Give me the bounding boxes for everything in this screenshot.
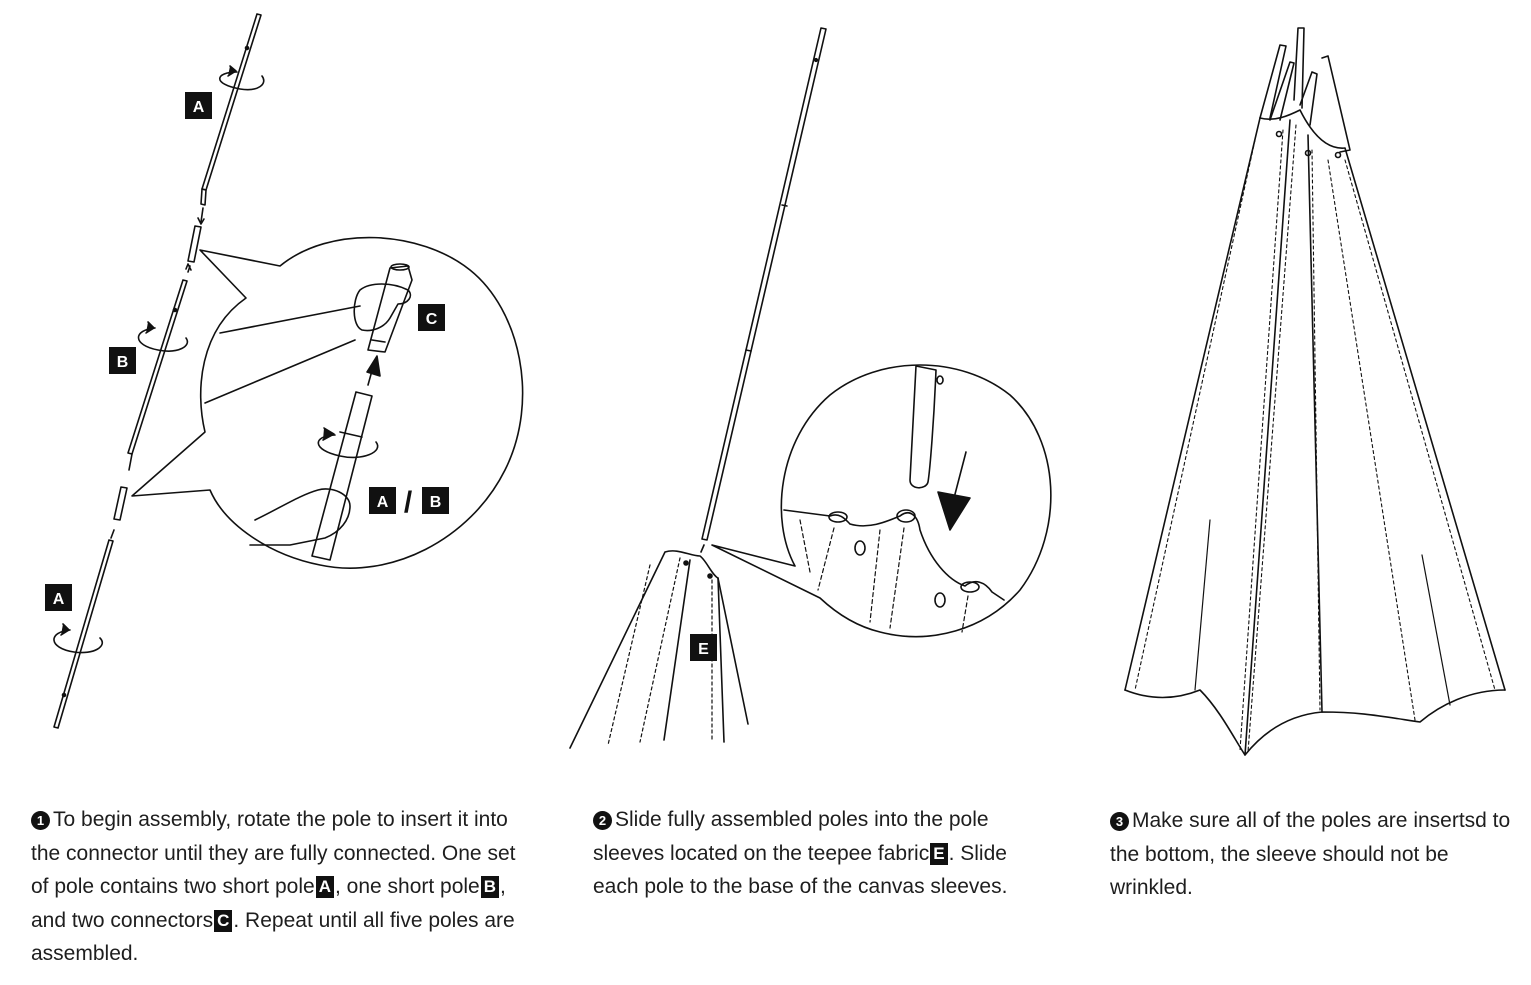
finished-teepee-illustration: [1124, 27, 1506, 756]
step-3-part-1: Make sure all of the poles are insertsd …: [1110, 809, 1511, 899]
tag-b: B: [480, 876, 500, 898]
step-number: 1: [31, 811, 50, 830]
assembly-diagram: A B A C A / B E: [45, 13, 1506, 756]
label-e: E: [698, 641, 709, 658]
step-1-part-4: . Repeat until all five poles are assemb…: [31, 908, 515, 966]
label-b-callout: B: [430, 494, 442, 511]
label-slash: /: [404, 486, 413, 519]
label-c: C: [426, 311, 438, 328]
step-number: 3: [1110, 812, 1129, 831]
step-1-part-3: , and two connectors: [31, 875, 506, 932]
tag-a: A: [315, 876, 334, 898]
step-number: 2: [593, 811, 612, 830]
label-b: B: [117, 354, 129, 371]
step-2-part-1: Slide fully assembled poles into the pol…: [593, 808, 989, 865]
step-2-part-2: . Slide each pole to the base of the can…: [593, 841, 1008, 899]
label-a-top: A: [193, 99, 205, 116]
step-1-part-2: , one short pole: [334, 875, 480, 898]
tag-c: C: [214, 909, 233, 932]
label-a-bottom: A: [53, 591, 65, 608]
sleeve-insertion-illustration: [569, 27, 1052, 749]
step-1-part-1: To begin assembly, rotate the pole to in…: [31, 808, 516, 898]
tag-e: E: [930, 842, 948, 865]
label-a-callout: A: [377, 494, 389, 511]
